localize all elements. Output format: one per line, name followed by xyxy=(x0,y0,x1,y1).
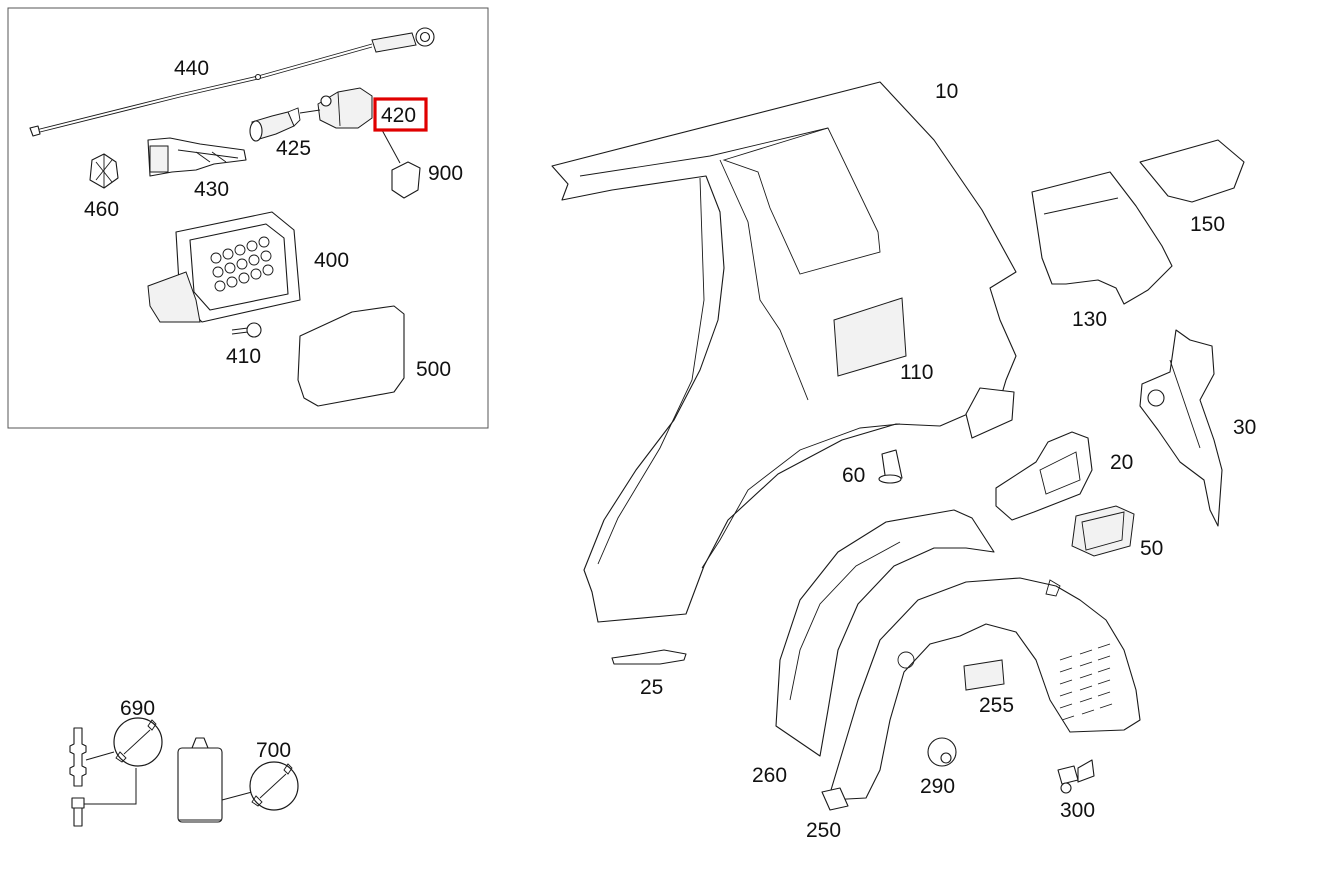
callout-50[interactable]: 50 xyxy=(1140,537,1163,560)
screw-part-410[interactable] xyxy=(231,322,262,338)
arch-cover-part-260[interactable] xyxy=(775,509,995,757)
callout-400[interactable]: 400 xyxy=(314,249,349,272)
callout-700[interactable]: 700 xyxy=(256,739,291,762)
bracket-part-900[interactable] xyxy=(381,129,421,199)
pad-part-255[interactable] xyxy=(963,659,1005,691)
callout-420[interactable]: 420 xyxy=(381,104,416,127)
actuator-part-420[interactable] xyxy=(299,87,373,129)
seal-strip-part-25[interactable] xyxy=(611,649,687,665)
highlight-box-420 xyxy=(373,97,428,132)
stud-bolts-part-690[interactable] xyxy=(69,717,163,827)
recess-housing-part-50[interactable] xyxy=(1071,505,1135,557)
callout-300[interactable]: 300 xyxy=(1060,799,1095,822)
reinforcement-part-30[interactable] xyxy=(1139,329,1223,527)
callout-130[interactable]: 130 xyxy=(1072,308,1107,331)
inset-frame xyxy=(7,7,489,429)
plug-part-60[interactable] xyxy=(878,449,903,484)
bracket-part-20[interactable] xyxy=(995,431,1093,521)
liner-vents xyxy=(1059,643,1113,721)
screw-part-300[interactable] xyxy=(1057,759,1095,794)
release-cable-part-440[interactable] xyxy=(29,27,435,137)
side-panel-part-10[interactable] xyxy=(551,81,1017,623)
callout-690[interactable]: 690 xyxy=(120,697,155,720)
arch-panel-part-130[interactable] xyxy=(1031,171,1173,305)
wheel-liner-part-250[interactable] xyxy=(821,577,1141,811)
mounting-plate-part-430[interactable] xyxy=(147,137,247,177)
callout-20[interactable]: 20 xyxy=(1110,451,1133,474)
callout-440[interactable]: 440 xyxy=(174,57,209,80)
callout-25[interactable]: 25 xyxy=(640,676,663,699)
callout-60[interactable]: 60 xyxy=(842,464,865,487)
callout-30[interactable]: 30 xyxy=(1233,416,1256,439)
lock-cylinder-part-425[interactable] xyxy=(249,107,301,142)
clip-part-460[interactable] xyxy=(89,153,119,189)
trim-part-150[interactable] xyxy=(1139,139,1245,203)
callout-425[interactable]: 425 xyxy=(276,137,311,160)
clip-part-290[interactable] xyxy=(927,737,957,767)
housing-grid xyxy=(210,236,274,292)
callout-150[interactable]: 150 xyxy=(1190,213,1225,236)
callout-10[interactable]: 10 xyxy=(935,80,958,103)
callout-110[interactable]: 110 xyxy=(900,361,933,384)
adhesive-cartridge-part-700[interactable] xyxy=(177,737,299,823)
filler-housing-part-400[interactable] xyxy=(147,211,301,323)
callout-900[interactable]: 900 xyxy=(428,162,463,185)
callout-430[interactable]: 430 xyxy=(194,178,229,201)
callout-290[interactable]: 290 xyxy=(920,775,955,798)
callout-410[interactable]: 410 xyxy=(226,345,261,368)
flap-part-500[interactable] xyxy=(297,305,405,407)
callout-250[interactable]: 250 xyxy=(806,819,841,842)
callout-255[interactable]: 255 xyxy=(979,694,1014,717)
callout-460[interactable]: 460 xyxy=(84,198,119,221)
callout-260[interactable]: 260 xyxy=(752,764,787,787)
callout-500[interactable]: 500 xyxy=(416,358,451,381)
